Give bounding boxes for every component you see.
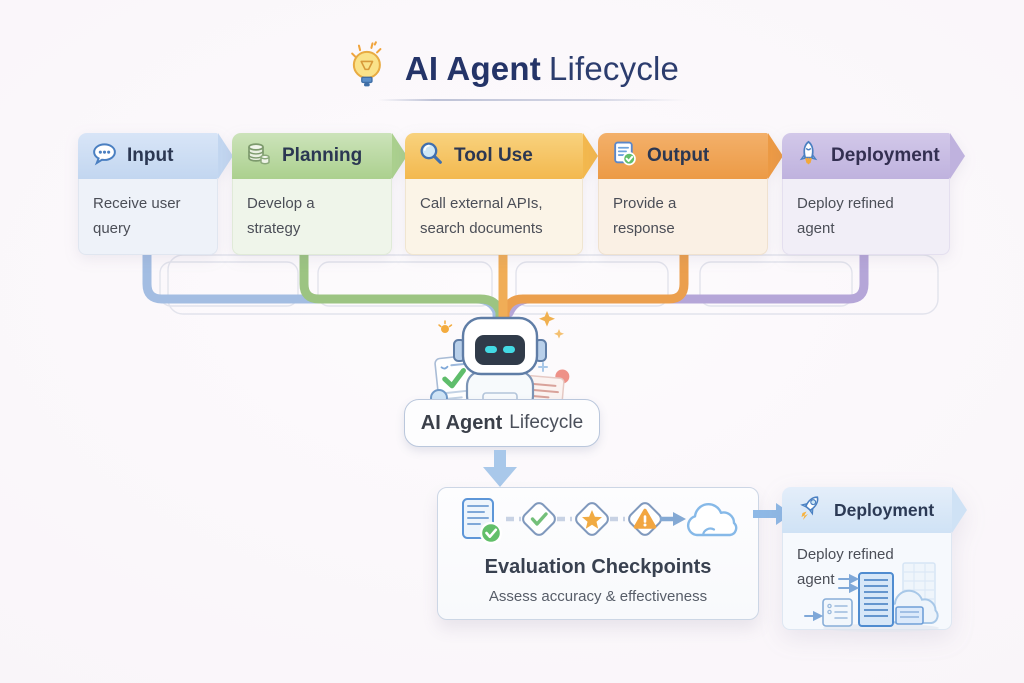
- rocket-icon: [795, 140, 822, 172]
- robot-face: [475, 335, 525, 365]
- stage-label-input: Input: [127, 145, 174, 166]
- stage-card-deployment: Deployment Deploy refined agent: [782, 133, 965, 255]
- diamond-check-icon: [522, 502, 556, 536]
- stage-card-input: Input Receive user query: [78, 133, 233, 255]
- deployment-card-body: Deploy refined agent: [782, 533, 952, 632]
- diamond-warning-icon: [628, 502, 662, 536]
- document-check-icon: [462, 498, 503, 545]
- stage-description-tool-use: Call external APIs, search documents: [420, 195, 543, 237]
- evaluation-box: Evaluation Checkpoints Assess accuracy &…: [437, 487, 759, 620]
- lightbulb-icon: [345, 40, 391, 97]
- stage-header-deployment: Deployment: [782, 133, 965, 179]
- agent-badge-regular: Lifecycle: [509, 412, 584, 433]
- evaluation-title: Evaluation Checkpoints: [484, 556, 712, 578]
- notes-paper-icon: [524, 369, 570, 406]
- stage-description-input: Receive user query: [93, 195, 181, 237]
- stage-body-deployment: Deploy refined agent: [782, 179, 950, 255]
- sparkle-star-icon: [539, 311, 555, 327]
- stage-card-tool-use: Tool Use Call external APIs, search docu…: [405, 133, 598, 255]
- flame-bolt: [801, 511, 808, 520]
- stage-header-input: Input: [78, 133, 233, 179]
- stage-label-tool-use: Tool Use: [454, 145, 533, 166]
- down-arrow-icon: [483, 450, 517, 487]
- robot-eye-left: [485, 346, 497, 353]
- magnifier-icon: [418, 140, 445, 172]
- stage-description-deployment: Deploy refined agent: [797, 195, 894, 237]
- connector-deployment: [504, 247, 869, 318]
- deployment-card-header: Deployment: [782, 487, 967, 533]
- agent-badge-bold: AI Agent: [420, 411, 503, 434]
- stage-header-output: Output: [598, 133, 783, 179]
- stage-body-output: Provide a response: [598, 179, 768, 255]
- stage-label-planning: Planning: [282, 145, 363, 166]
- stage-body-tool-use: Call external APIs, search documents: [405, 179, 583, 255]
- database-icon: [245, 140, 273, 173]
- deployment-result-card: Deployment Deploy refined agent: [782, 487, 967, 632]
- stage-label-deployment: Deployment: [831, 145, 940, 166]
- evaluation-subtitle: Assess accuracy & effectiveness: [488, 588, 708, 605]
- title-underline: [378, 99, 688, 101]
- stage-header-planning: Planning: [232, 133, 407, 179]
- evaluation-icons: [462, 498, 738, 545]
- speech-bubble-icon: [91, 140, 118, 172]
- document-check-icon: [611, 140, 638, 172]
- robot-eye-right: [503, 346, 515, 353]
- stage-description-output: Provide a response: [613, 195, 677, 237]
- stage-card-output: Output Provide a response: [598, 133, 783, 255]
- rocket-icon: [795, 493, 825, 528]
- arrow-right-icon: [660, 512, 686, 526]
- stage-label-output: Output: [647, 145, 710, 166]
- sparkle-sun-icon: [441, 325, 449, 333]
- cloud-icon: [686, 503, 738, 537]
- agent-badge: AI Agent Lifecycle: [404, 399, 600, 447]
- stage-body-input: Receive user query: [78, 179, 218, 255]
- stage-body-planning: Develop a strategy: [232, 179, 392, 255]
- title-regular: Lifecycle: [548, 49, 680, 87]
- diamond-star-icon: [575, 502, 609, 536]
- deployment-card-description: Deploy refined agent: [797, 546, 894, 588]
- deployment-card-label: Deployment: [834, 499, 935, 520]
- stage-header-tool-use: Tool Use: [405, 133, 598, 179]
- stage-card-planning: Planning Develop a strategy: [232, 133, 407, 255]
- stage-description-planning: Develop a strategy: [247, 195, 315, 237]
- robot-illustration: [430, 311, 570, 411]
- title-bold: AI Agent: [404, 49, 541, 87]
- servers-cloud-illustration: [804, 562, 939, 632]
